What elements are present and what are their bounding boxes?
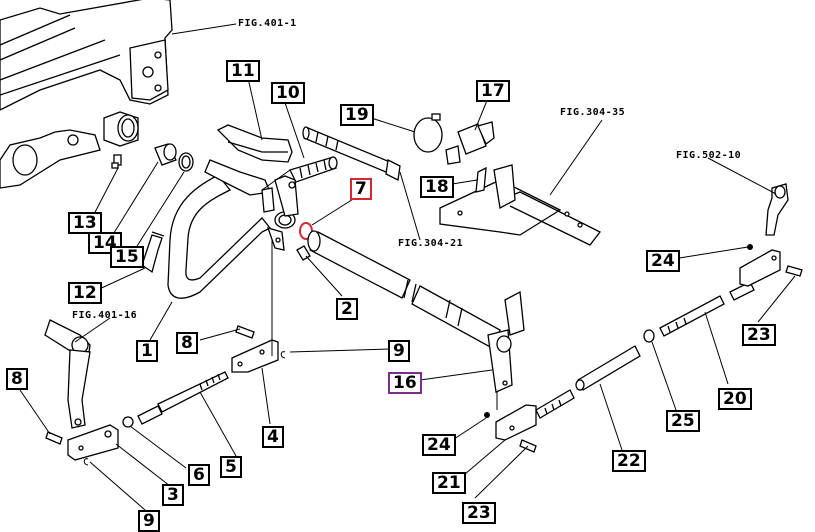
figure-ref-401-1[interactable]: FIG.401-1 (238, 18, 297, 29)
figure-ref-401-16[interactable]: FIG.401-16 (72, 310, 138, 321)
lever-arm-part (44, 319, 91, 429)
callout-15[interactable]: 15 (110, 246, 144, 268)
callout-13[interactable]: 13 (68, 212, 102, 234)
figure-ref-304-21[interactable]: FIG.304-21 (398, 238, 464, 249)
lever-right-part (765, 183, 789, 236)
callout-9-right[interactable]: 9 (388, 340, 410, 362)
callout-25[interactable]: 25 (666, 410, 700, 432)
pin-left-part (45, 431, 63, 445)
callout-12[interactable]: 12 (68, 282, 102, 304)
callout-4[interactable]: 4 (262, 426, 284, 448)
callout-23-right[interactable]: 23 (742, 324, 776, 346)
pedal-pad-part (216, 124, 293, 163)
grease-nipple-part (111, 154, 122, 169)
callout-20[interactable]: 20 (718, 388, 752, 410)
callout-5[interactable]: 5 (220, 456, 242, 478)
callout-7[interactable]: 7 (350, 178, 372, 200)
spring-clip-part (141, 231, 165, 274)
pin-mid-part (235, 325, 255, 339)
switch-bracket-part (439, 164, 601, 246)
arm-part (487, 290, 525, 393)
rod-right-lower-part (535, 389, 575, 419)
seal-ring-part (178, 152, 194, 172)
hose-clamp-part (413, 113, 443, 153)
clip-tab-part (475, 166, 487, 193)
callout-8-lower[interactable]: 8 (6, 368, 28, 390)
washer-right-part (747, 244, 753, 250)
callout-24-lower[interactable]: 24 (422, 434, 456, 456)
switch-part (445, 121, 495, 165)
callout-3[interactable]: 3 (162, 484, 184, 506)
callout-19[interactable]: 19 (340, 104, 374, 126)
pedal-arm-part (167, 159, 299, 299)
nut-right-part (643, 329, 655, 343)
callout-2[interactable]: 2 (336, 298, 358, 320)
cotter-pin-left-part (83, 458, 89, 466)
callout-23-lower[interactable]: 23 (462, 502, 496, 524)
callout-18[interactable]: 18 (420, 176, 454, 198)
callout-24-right[interactable]: 24 (646, 250, 680, 272)
turnbuckle-part (575, 345, 641, 391)
pin-right-upper-part (785, 265, 803, 277)
callout-10[interactable]: 10 (271, 82, 305, 104)
rod-left-part (137, 371, 229, 425)
cotter-pin-mid-part (280, 351, 286, 359)
housing-part (0, 0, 173, 189)
leader-lines (19, 23, 796, 511)
callout-21[interactable]: 21 (432, 472, 466, 494)
bushing-part (154, 143, 177, 166)
pin-part (289, 156, 338, 183)
figure-ref-502-10[interactable]: FIG.502-10 (676, 150, 742, 161)
figure-ref-304-35[interactable]: FIG.304-35 (560, 107, 626, 118)
clevis-right-upper-part (739, 249, 781, 287)
clevis-right-lower-part (495, 404, 537, 441)
callout-1[interactable]: 1 (136, 340, 158, 362)
callout-11[interactable]: 11 (226, 60, 260, 82)
washer-left-part (484, 412, 490, 418)
bushing-housing (103, 111, 139, 147)
bolt-part (302, 126, 401, 181)
callout-22[interactable]: 22 (612, 450, 646, 472)
clevis-left-part (67, 424, 119, 461)
clevis-mid-part (231, 339, 279, 373)
callout-17[interactable]: 17 (476, 80, 510, 102)
rod-right-upper-part (659, 281, 755, 337)
nut-left-part (122, 416, 134, 428)
callout-16[interactable]: 16 (388, 372, 422, 394)
callout-6[interactable]: 6 (188, 464, 210, 486)
callout-8-upper[interactable]: 8 (176, 332, 198, 354)
